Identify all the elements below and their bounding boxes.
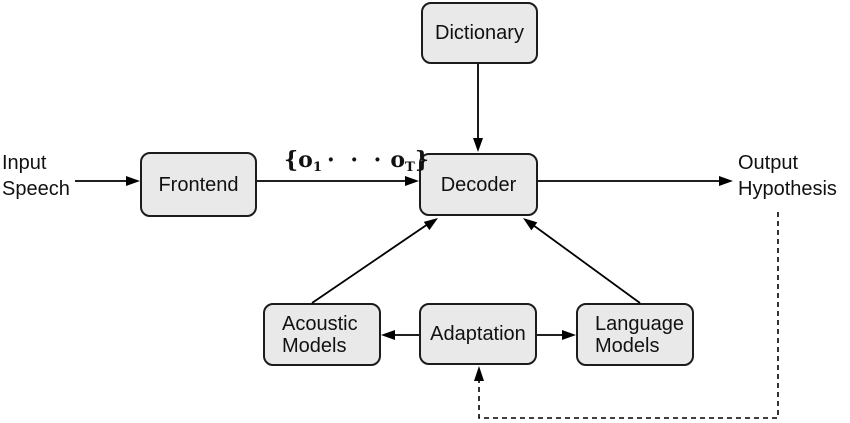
acoustic-decoder-arrow bbox=[311, 218, 438, 304]
node-language-models: Language Models bbox=[576, 303, 694, 366]
decoder-output-arrow bbox=[538, 176, 733, 186]
node-frontend-label: Frontend bbox=[158, 173, 239, 196]
node-frontend: Frontend bbox=[140, 152, 257, 217]
node-adaptation: Adaptation bbox=[419, 303, 537, 365]
observation-subT: T bbox=[405, 159, 415, 175]
node-decoder: Decoder bbox=[419, 153, 538, 216]
observation-o2: o bbox=[390, 147, 405, 173]
observation-open: {o bbox=[284, 147, 313, 173]
node-dictionary-label: Dictionary bbox=[435, 22, 524, 44]
node-acoustic-models-label: Acoustic Models bbox=[282, 312, 358, 357]
observation-dots: · · · bbox=[327, 147, 386, 173]
output-hypothesis-label: Output Hypothesis bbox=[738, 152, 837, 200]
node-adaptation-label: Adaptation bbox=[430, 323, 526, 345]
observation-close: } bbox=[414, 147, 429, 173]
input-speech-label: Input Speech bbox=[2, 152, 70, 200]
node-dictionary: Dictionary bbox=[421, 2, 538, 64]
dictionary-decoder-arrow bbox=[473, 64, 483, 152]
node-language-models-label: Language Models bbox=[595, 312, 684, 357]
observation-sequence-label: {o1· · ·oT} bbox=[284, 146, 429, 178]
input-frontend-arrow bbox=[75, 176, 140, 186]
language-decoder-arrow bbox=[523, 218, 641, 304]
adaptation-acoustic-arrow bbox=[381, 330, 419, 340]
node-acoustic-models: Acoustic Models bbox=[263, 303, 381, 366]
node-decoder-label: Decoder bbox=[440, 173, 517, 196]
observation-sub1: 1 bbox=[312, 159, 323, 175]
adaptation-language-arrow bbox=[537, 330, 576, 340]
